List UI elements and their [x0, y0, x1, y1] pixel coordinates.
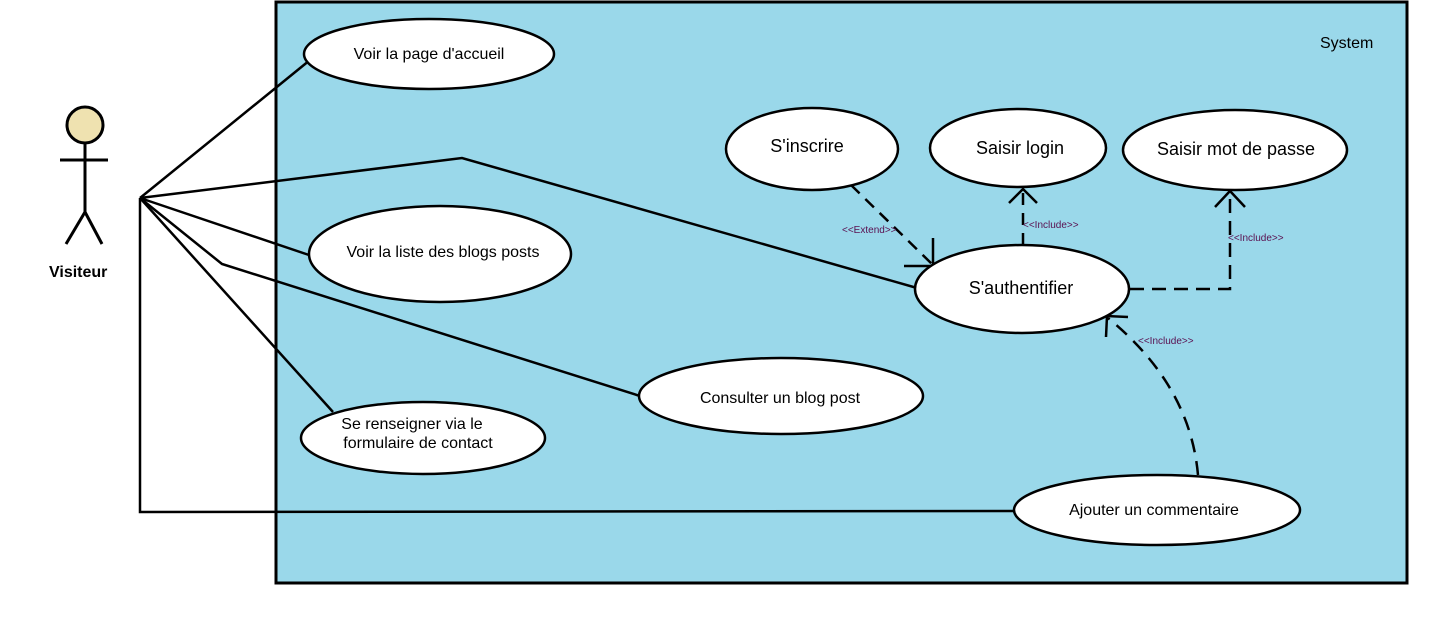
usecase-saisir-login: Saisir login	[928, 107, 1108, 189]
usecase-commentaire: Ajouter un commentaire	[1012, 473, 1302, 547]
svg-text:Consulter un blog post: Consulter un blog post	[700, 390, 861, 407]
svg-text:Ajouter un commentaire: Ajouter un commentaire	[1069, 502, 1239, 519]
system-label: System	[1320, 35, 1373, 52]
actor-head	[65, 105, 105, 145]
usecase-voir-liste: Voir la liste des blogs posts	[307, 204, 573, 304]
assoc-commentaire	[138, 198, 1017, 514]
assoc-auth	[139, 156, 918, 290]
svg-text:S'authentifier: S'authentifier	[969, 278, 1074, 298]
actor-left-leg	[64, 211, 87, 245]
actor-right-leg	[83, 211, 104, 245]
assoc-consulter	[139, 197, 641, 398]
usecase-saisir-mdp: Saisir mot de passe	[1121, 108, 1349, 192]
usecase-contact: Se renseigner via le formulaire de conta…	[299, 400, 547, 476]
usecase-voir-accueil: Voir la page d'accueil	[302, 17, 556, 91]
associations	[138, 59, 1017, 514]
include-mdp-line	[1130, 194, 1232, 291]
svg-text:formulaire de contact: formulaire de contact	[343, 435, 493, 452]
assoc-liste	[139, 196, 313, 258]
actor-visiteur	[60, 105, 108, 245]
svg-text:Voir la liste des blogs posts: Voir la liste des blogs posts	[347, 244, 540, 261]
extend-label: <<Extend>>	[842, 225, 897, 236]
usecase-authentifier: S'authentifier	[913, 243, 1131, 335]
svg-text:S'inscrire: S'inscrire	[770, 136, 843, 156]
svg-text:Saisir mot de passe: Saisir mot de passe	[1157, 139, 1315, 159]
assoc-accueil	[139, 59, 311, 199]
actor-label: Visiteur	[49, 264, 107, 281]
svg-text:Voir la page d'accueil: Voir la page d'accueil	[354, 46, 505, 63]
include-commentaire-line	[1107, 317, 1200, 476]
assoc-contact	[139, 197, 334, 413]
usecase-inscrire: S'inscrire	[724, 106, 900, 192]
usecase-consulter: Consulter un blog post	[637, 356, 925, 436]
include-login-arrowhead	[1008, 187, 1038, 204]
svg-text:Se renseigner via le: Se renseigner via le	[341, 416, 483, 433]
include-commentaire-label: <<Include>>	[1138, 336, 1194, 347]
include-mdp-label: <<Include>>	[1228, 233, 1284, 244]
include-login-label: <<Include>>	[1023, 220, 1079, 231]
svg-text:Saisir login: Saisir login	[976, 138, 1064, 158]
